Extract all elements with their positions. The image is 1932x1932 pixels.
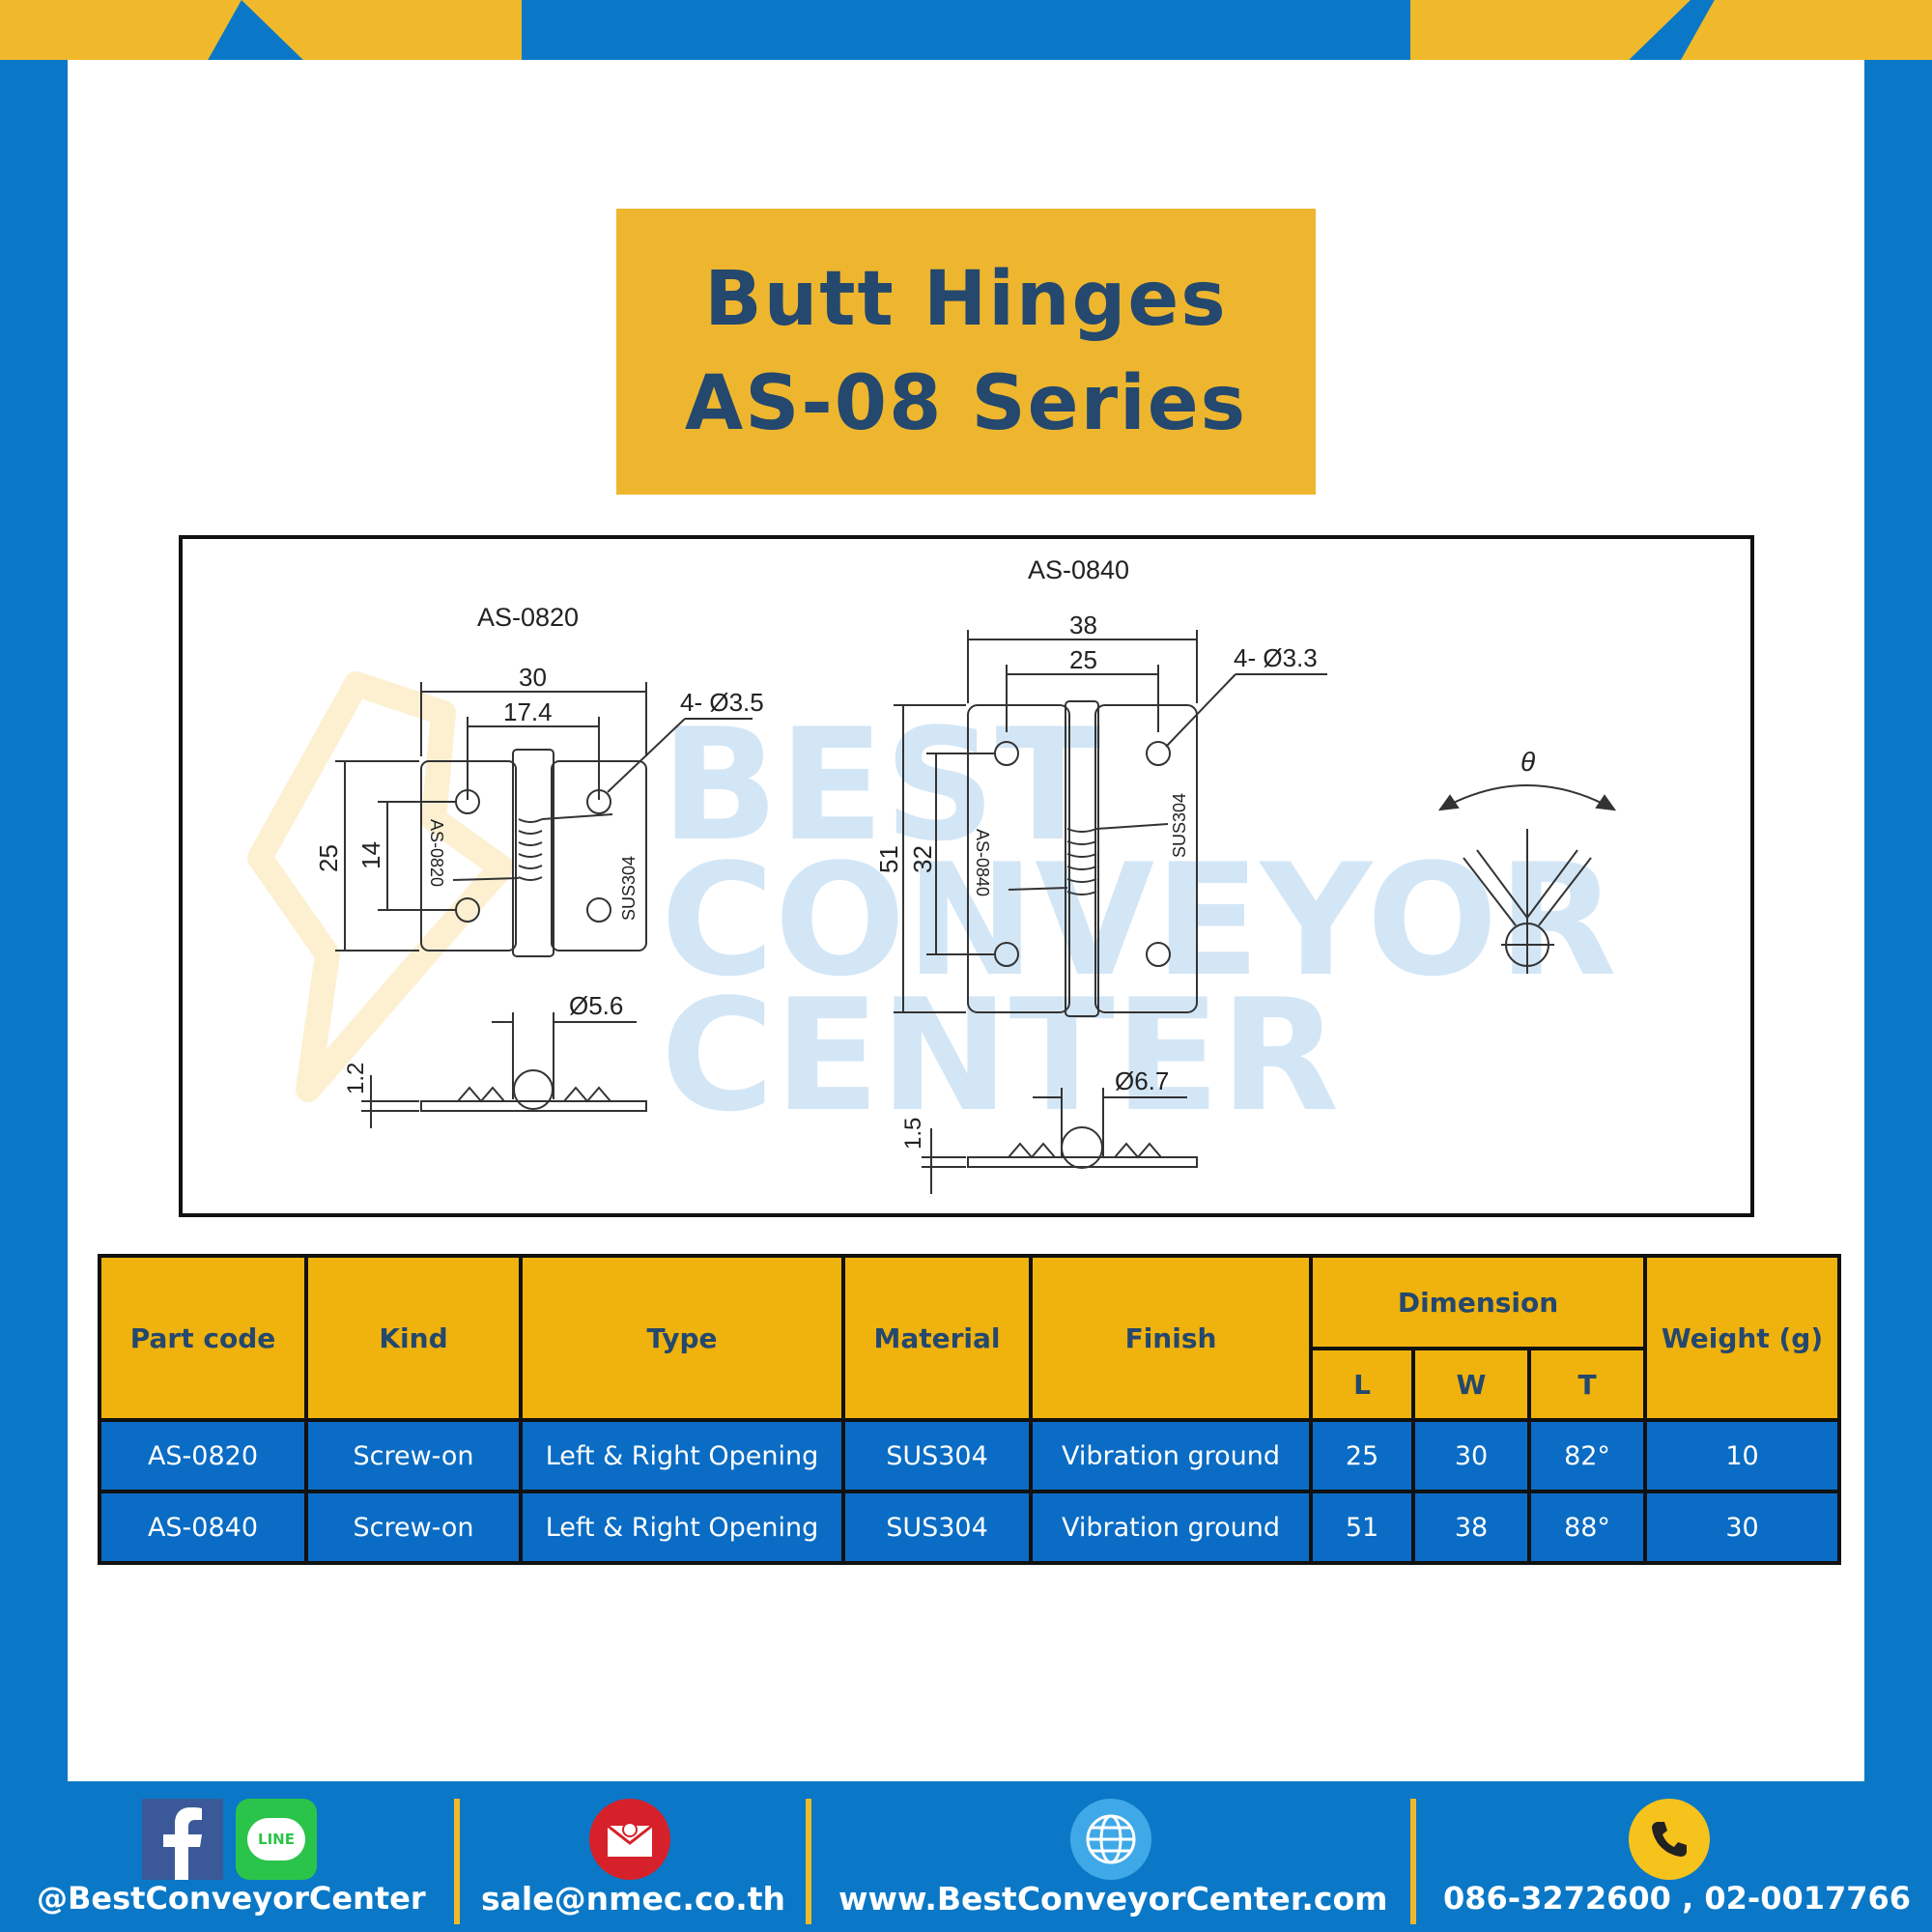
footer-separator-1 [454,1799,460,1924]
cell-material: SUS304 [841,1490,1033,1565]
title-line-2: AS-08 Series [684,360,1248,447]
hinge-small-label: AS-0820 [477,603,579,632]
cell-finish: Vibration ground [1029,1490,1313,1565]
header-type: Type [519,1254,845,1422]
header-part-code: Part code [98,1254,308,1422]
globe-icon[interactable] [1070,1799,1151,1880]
dim-large-hole-span: 25 [1069,645,1097,674]
cell-part-code: AS-0820 [98,1418,308,1493]
cell-finish: Vibration ground [1029,1418,1313,1493]
dim-large-holes: 4- Ø3.3 [1234,643,1318,672]
header-finish: Finish [1029,1254,1313,1422]
cell-weight: 30 [1643,1490,1842,1565]
facebook-icon[interactable] [142,1799,223,1880]
header-dim-l: L [1309,1347,1415,1422]
cell-type: Left & Right Opening [519,1418,845,1493]
table-row: AS-0820 Screw-on Left & Right Opening SU… [98,1418,1842,1493]
plate-small-code: AS-0820 [427,819,446,887]
footer-separator-2 [806,1799,811,1924]
dim-large-pitch: 32 [908,845,937,873]
title-box: Butt Hinges AS-08 Series [616,209,1316,495]
technical-drawing: BEST CONVEYOR CENTER AS-0820 30 17.4 4- … [179,535,1754,1217]
hinge-large-drawing: AS-0840 38 25 4- Ø3.3 [874,555,1327,1194]
dim-large-length: 51 [874,845,903,873]
spec-table: Part code Kind Type Material Finish Dime… [98,1254,1842,1565]
cell-part-code: AS-0840 [98,1490,308,1565]
dim-large-width: 38 [1069,611,1097,639]
table-row: AS-0840 Screw-on Left & Right Opening SU… [98,1490,1842,1565]
hinge-large-label: AS-0840 [1028,555,1129,584]
header-dim-w: W [1411,1347,1531,1422]
line-icon[interactable]: LINE [236,1799,317,1880]
watermark-word-1: BEST [661,695,1101,875]
plate-small-material: SUS304 [619,856,639,921]
top-stripe-4 [1681,0,1932,60]
email-icon[interactable] [589,1799,670,1880]
footer-website[interactable]: www.BestConveyorCenter.com [838,1880,1388,1918]
dim-small-pin: Ø5.6 [569,991,623,1020]
cell-weight: 10 [1643,1418,1842,1493]
title-line-1: Butt Hinges [704,256,1228,343]
footer-separator-3 [1410,1799,1416,1924]
plate-large-code: AS-0840 [973,829,992,896]
footer-phone[interactable]: 086-3272600 , 02-0017766 [1443,1880,1912,1917]
watermark-logo [247,671,514,1102]
watermark-word-2: CONVEYOR [661,830,1617,1010]
top-stripe-1 [0,0,242,60]
line-badge-text: LINE [258,1831,295,1848]
dim-small-length: 25 [314,844,343,872]
watermark-text: BEST CONVEYOR CENTER [661,695,1617,1146]
header-dimension: Dimension [1308,1254,1648,1350]
footer-email[interactable]: sale@nmec.co.th [481,1880,785,1918]
dim-large-pin: Ø6.7 [1115,1066,1169,1095]
phone-icon[interactable] [1629,1799,1710,1880]
cell-dim-l: 25 [1309,1418,1415,1493]
cell-dim-t: 88° [1526,1490,1648,1565]
dim-large-thickness: 1.5 [900,1118,926,1150]
hinge-angle-view: θ [1437,747,1617,974]
cell-dim-l: 51 [1309,1490,1415,1565]
dim-small-pitch: 14 [356,841,385,869]
dim-small-holes: 4- Ø3.5 [680,688,764,717]
cell-dim-t: 82° [1526,1418,1648,1493]
cell-kind: Screw-on [304,1418,523,1493]
dim-small-hole-span: 17.4 [503,697,553,726]
plate-large-material: SUS304 [1170,793,1189,858]
cell-material: SUS304 [841,1418,1033,1493]
header-weight: Weight (g) [1643,1254,1842,1422]
drawing-svg: BEST CONVEYOR CENTER AS-0820 30 17.4 4- … [247,555,1617,1194]
header-kind: Kind [304,1254,523,1422]
cell-kind: Screw-on [304,1490,523,1565]
watermark-word-3: CENTER [661,965,1339,1146]
cell-dim-w: 30 [1411,1418,1531,1493]
dim-small-thickness: 1.2 [343,1063,369,1094]
hinge-small-drawing: AS-0820 30 17.4 4- Ø3.5 [314,603,764,1128]
cell-dim-w: 38 [1411,1490,1531,1565]
dim-small-width: 30 [519,663,547,692]
footer-social-handle[interactable]: @BestConveyorCenter [37,1880,426,1917]
cell-type: Left & Right Opening [519,1490,845,1565]
angle-symbol: θ [1520,747,1535,777]
header-dim-t: T [1526,1347,1648,1422]
header-material: Material [841,1254,1033,1422]
